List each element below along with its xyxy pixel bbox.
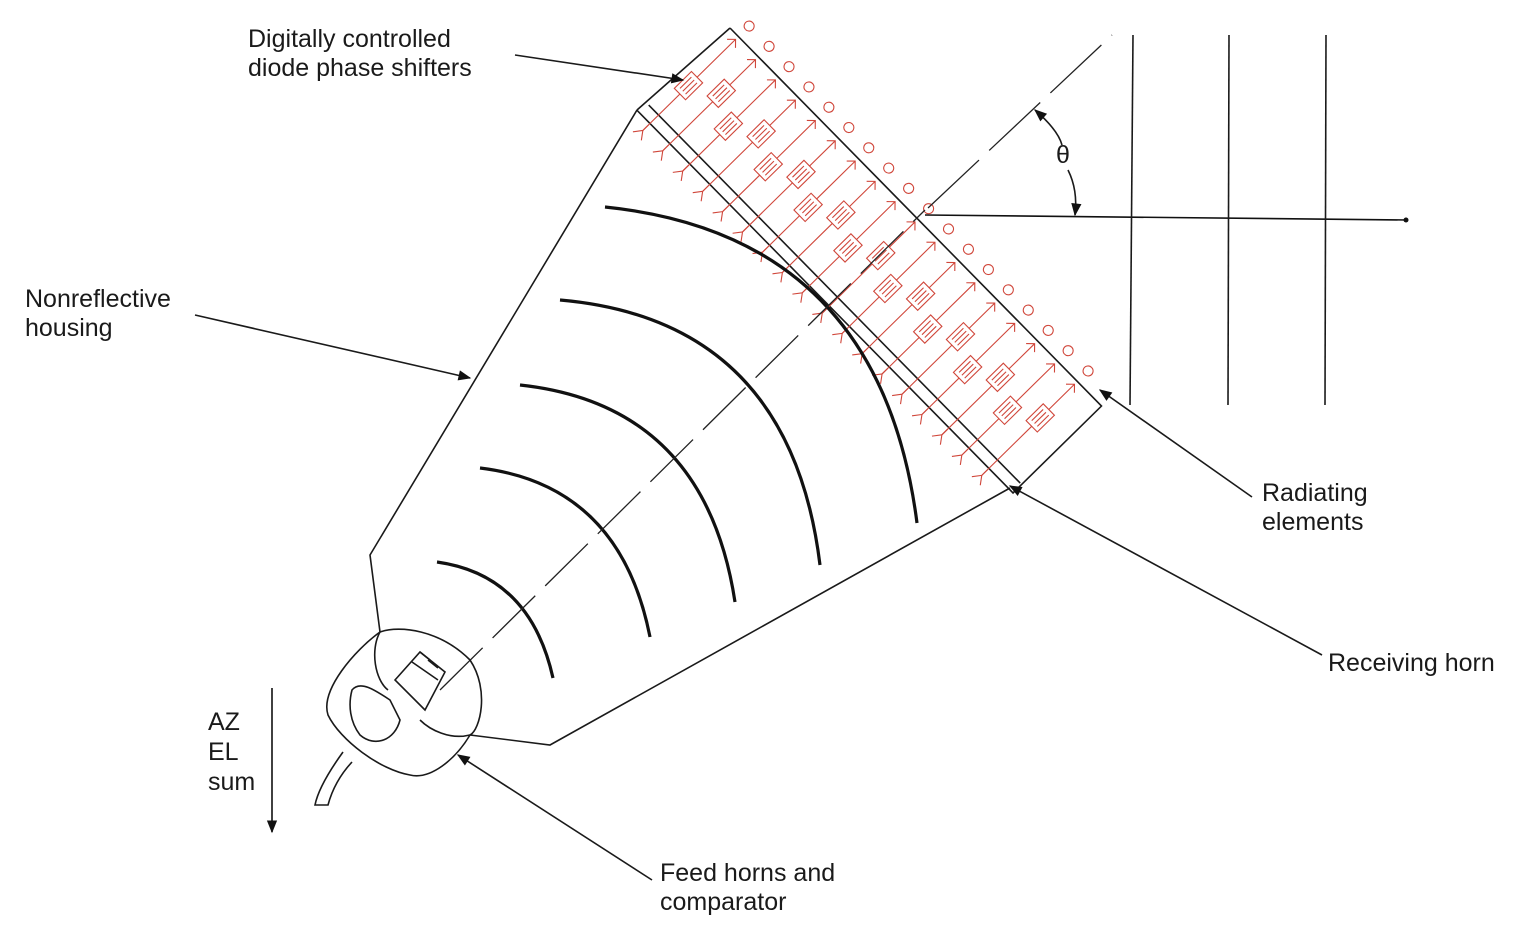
theta-label: θ <box>1056 141 1070 169</box>
receiving-horn-label: Receiving horn <box>1328 649 1495 677</box>
housing-label: Nonreflective <box>25 285 171 313</box>
array-element <box>971 365 1094 486</box>
array-element <box>892 284 1014 405</box>
array-element <box>812 203 935 324</box>
array-element <box>911 304 1034 425</box>
phase-shifters-leader <box>514 54 685 84</box>
beam-axis <box>924 214 1409 221</box>
wavefronts <box>436 205 919 679</box>
nonreflective-housing <box>369 27 1011 746</box>
output-sum-label: sum <box>208 768 255 796</box>
array-element <box>692 81 815 202</box>
feed-horns-icon <box>314 628 483 806</box>
array-element <box>931 324 1054 445</box>
radiating-elements-label-2: elements <box>1262 508 1363 536</box>
array-element <box>951 345 1074 466</box>
array-element <box>752 142 875 263</box>
phase-shifters-label-2: diode phase shifters <box>248 54 472 82</box>
angle-arc <box>1034 109 1063 146</box>
feed-horns-leader <box>456 754 653 881</box>
feed-horns-label: Feed horns and <box>660 859 835 887</box>
array-panel <box>632 20 1103 495</box>
phase-shifters-label: Digitally controlled <box>248 25 451 53</box>
array-element <box>852 243 974 364</box>
array-element <box>632 20 755 141</box>
output-az-label: AZ <box>208 708 240 736</box>
radiating-leader <box>1098 389 1253 498</box>
boresight-axis <box>439 209 926 691</box>
array-element <box>772 162 895 283</box>
array-element <box>732 122 855 242</box>
housing-leader <box>194 314 472 381</box>
receiving-horn-leader <box>1008 485 1323 656</box>
array-element <box>832 223 955 344</box>
beam-direction-line <box>927 34 1113 209</box>
radiating-elements <box>632 20 1094 486</box>
output-el-label: EL <box>208 738 239 766</box>
array-element <box>672 61 795 182</box>
radiating-elements-label: Radiating <box>1262 479 1368 507</box>
array-element <box>792 182 915 303</box>
housing-label-2: housing <box>25 314 113 342</box>
array-element <box>712 101 835 222</box>
plane-wavefronts <box>1129 34 1327 406</box>
feed-horns-label-2: comparator <box>660 888 786 916</box>
array-element <box>872 264 994 384</box>
array-element <box>652 40 775 161</box>
